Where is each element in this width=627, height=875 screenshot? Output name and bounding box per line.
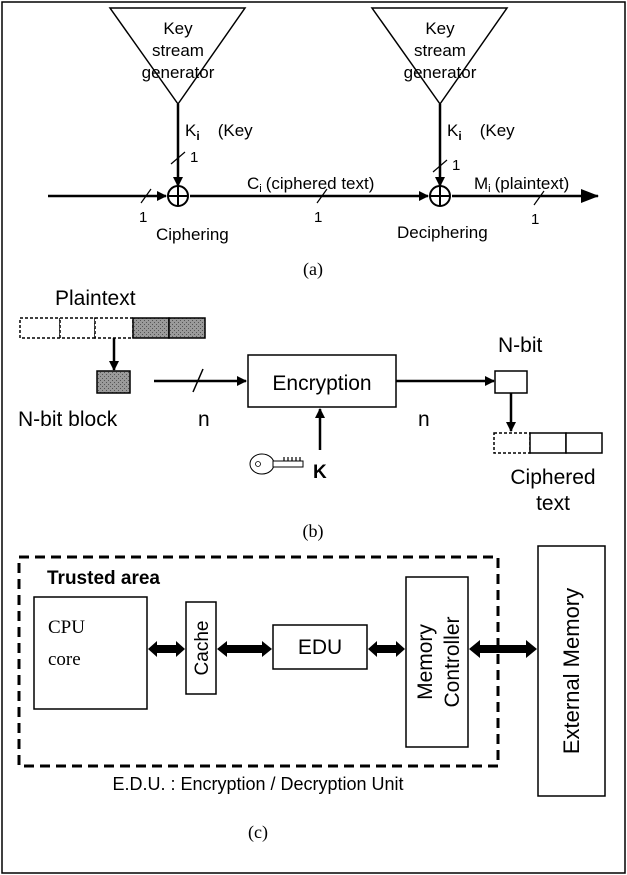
edu-box: [272, 624, 368, 670]
panel-c-caption: (c): [248, 822, 268, 843]
panel-a-caption: (a): [303, 259, 323, 280]
key-generator-right-line1: Key: [425, 19, 455, 38]
key-slash-right: [432, 159, 448, 173]
key-generator-left-line2: stream: [152, 41, 204, 60]
bus-arrow-memctrl-external: [469, 640, 537, 658]
encryption-box: [247, 354, 397, 408]
nbit-block-input: [96, 370, 131, 394]
cpu-line2: core: [48, 649, 81, 670]
nbit-label: N-bit: [498, 334, 543, 357]
key-generator-right: [370, 7, 509, 106]
memory-controller-box: [405, 576, 469, 748]
panel-a: Key stream generator Key stream generato…: [48, 7, 599, 280]
plaintext-blocks: [19, 317, 206, 339]
nbit-block-output: [494, 370, 528, 394]
input-n-slash: [192, 368, 204, 393]
nbit-block-label: N-bit block: [18, 408, 118, 431]
cpu-line1: CPU: [48, 617, 85, 638]
ciphering-label: Ciphering: [156, 225, 229, 244]
key-label-right: Ki(Key: [447, 121, 515, 143]
output-width: 1: [531, 211, 539, 228]
panel-b: Plaintext N-bit block n Encryption K: [18, 287, 603, 542]
key-label-left: Ki(Key: [185, 121, 253, 143]
memory-controller-line2: Controller: [441, 616, 464, 707]
ciphered-text-line1: Ciphered: [510, 466, 595, 489]
ciphered-width: 1: [314, 209, 322, 226]
key-generator-right-line2: stream: [414, 41, 466, 60]
panel-c: Trusted area CPU core Cache EDU Memory C…: [17, 545, 606, 843]
trusted-area-box: [17, 555, 500, 768]
xor-right-icon: [429, 185, 451, 207]
key-slash-left: [170, 151, 186, 165]
key-width-right: 1: [452, 157, 460, 174]
key-generator-left-line3: generator: [142, 63, 215, 82]
trusted-area-label: Trusted area: [47, 568, 160, 589]
external-memory-label: External Memory: [559, 588, 584, 754]
input-slash: [140, 188, 152, 204]
edu-label: EDU: [298, 636, 342, 659]
bus-arrow-edu-memctrl: [368, 641, 405, 657]
plaintext-out-label: Mi(plaintext): [474, 174, 569, 195]
key-generator-left-line1: Key: [163, 19, 193, 38]
ciphered-text-line2: text: [536, 492, 570, 515]
key-generator-left: [108, 7, 247, 106]
external-memory-box: [537, 545, 606, 797]
panel-b-caption: (b): [303, 521, 324, 542]
xor-left-icon: [167, 185, 189, 207]
key-generator-right-line3: generator: [404, 63, 477, 82]
key-icon: [249, 453, 304, 475]
edu-legend: E.D.U. : Encryption / Decryption Unit: [112, 774, 403, 794]
memory-controller-line1: Memory: [414, 624, 437, 700]
bus-arrow-cache-edu: [217, 641, 272, 657]
key-width-left: 1: [190, 149, 198, 166]
cache-box: [185, 601, 217, 695]
ciphered-blocks: [493, 432, 603, 454]
key-k-label: K: [313, 462, 327, 483]
plaintext-label: Plaintext: [55, 287, 136, 310]
ciphered-slash: [316, 188, 328, 204]
encryption-label: Encryption: [272, 372, 371, 395]
output-slash: [533, 190, 545, 206]
input-width: 1: [139, 209, 147, 226]
ciphered-text-label: Ci(ciphered text): [247, 174, 374, 195]
bus-arrow-cpu-cache: [148, 641, 185, 657]
cpu-core-box: [33, 596, 148, 710]
deciphering-label: Deciphering: [397, 223, 488, 242]
cache-label: Cache: [192, 621, 213, 676]
n-left-label: n: [198, 408, 210, 431]
n-right-label: n: [418, 408, 430, 431]
